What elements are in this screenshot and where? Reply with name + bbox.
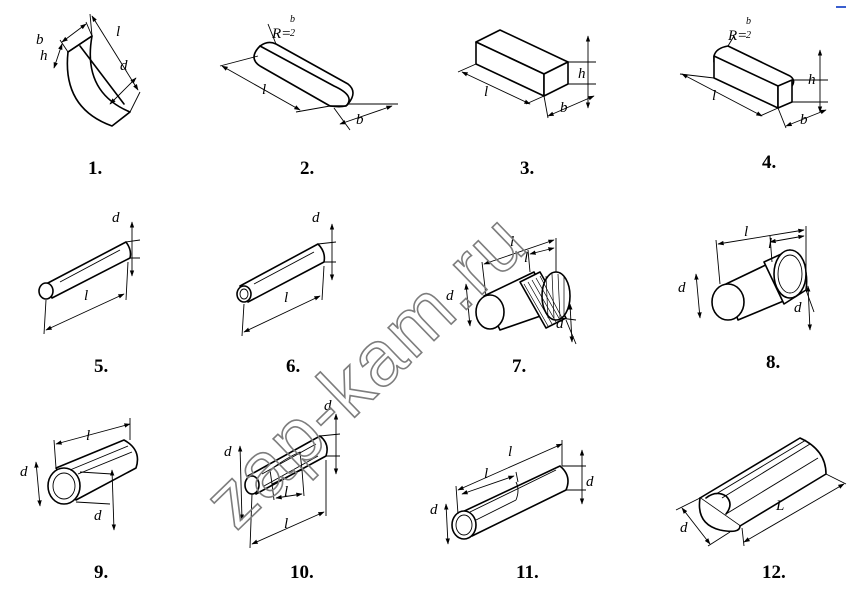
figure-9-spring-pin: l d d xyxy=(20,418,139,531)
fig7-dim-d1: d xyxy=(446,288,454,304)
fig1-dim-l: l xyxy=(116,24,120,40)
fig1-dim-b: b xyxy=(36,32,44,48)
watermark-text: zap-kam.ru xyxy=(187,196,543,544)
fig9-dim-d1: d xyxy=(20,464,28,480)
figure-11-coiled-pin: l l d d xyxy=(430,440,594,545)
fig2-dim-radius: R= xyxy=(271,26,291,42)
figure-1-segment-key: b h l d xyxy=(36,13,141,127)
fig2-dim-rnum: b xyxy=(290,14,295,25)
fig6-dim-l: l xyxy=(284,290,288,306)
fig7-dim-l1: l xyxy=(524,250,528,266)
fig2-dim-l: l xyxy=(262,82,266,98)
figure-7-knurled-pin: l l d d xyxy=(446,234,577,345)
figure-number-11: 11. xyxy=(516,562,539,583)
fig9-dim-l: l xyxy=(86,428,90,444)
figure-4-rounded-square-key: R= b 2 l b h xyxy=(679,16,828,129)
fig11-dim-l: l xyxy=(508,444,512,460)
fig12-dim-d: d xyxy=(680,520,688,536)
fig10-dim-l: l xyxy=(284,516,288,532)
fig1-dim-d: d xyxy=(120,58,128,74)
fig10-dim-l1: l xyxy=(284,484,288,500)
fig8-dim-d: d xyxy=(794,300,802,316)
figure-3-square-key: l b h xyxy=(457,29,596,119)
fig4-dim-rnum: b xyxy=(746,16,751,27)
fig2-dim-rden: 2 xyxy=(290,28,295,39)
fig7-dim-d: d xyxy=(556,316,564,332)
figure-2-rounded-key: R= b 2 l b xyxy=(219,14,398,131)
fig10-dim-d1: d xyxy=(224,444,232,460)
figure-number-5: 5. xyxy=(94,356,108,377)
fig9-dim-d: d xyxy=(94,508,102,524)
figure-5-taper-pin: d l xyxy=(38,210,141,335)
fig11-dim-l1: l xyxy=(484,466,488,482)
figure-number-10: 10. xyxy=(290,562,314,583)
fig3-dim-h: h xyxy=(578,66,586,82)
figure-number-2: 2. xyxy=(300,158,314,179)
figure-number-6: 6. xyxy=(286,356,300,377)
figure-12-split-tube-pin: d L xyxy=(675,437,847,547)
fig12-dim-L: L xyxy=(775,498,784,514)
fig3-dim-l: l xyxy=(484,84,488,100)
fig7-dim-l: l xyxy=(510,234,514,250)
fig4-dim-l: l xyxy=(712,88,716,104)
fig3-dim-b: b xyxy=(560,100,568,116)
fig11-dim-d1: d xyxy=(430,502,438,518)
figure-number-8: 8. xyxy=(766,352,780,373)
fig10-dim-d: d xyxy=(324,398,332,414)
fig8-dim-l: l xyxy=(744,224,748,240)
fig4-dim-b: b xyxy=(800,112,808,128)
figure-number-1: 1. xyxy=(88,158,102,179)
figure-8-stepped-pin: l l d d xyxy=(678,224,815,331)
figure-number-3: 3. xyxy=(520,158,534,179)
fig5-dim-d: d xyxy=(112,210,120,226)
figure-number-12: 12. xyxy=(762,562,786,583)
fig1-dim-h: h xyxy=(40,48,48,64)
fig11-dim-d: d xyxy=(586,474,594,490)
fig8-dim-d1: d xyxy=(678,280,686,296)
fig4-dim-h: h xyxy=(808,72,816,88)
fig4-dim-radius: R= xyxy=(727,28,747,44)
figure-number-9: 9. xyxy=(94,562,108,583)
fig4-dim-rden: 2 xyxy=(746,30,751,41)
figure-6-cylindrical-pin: d l xyxy=(236,210,337,337)
figure-10-grooved-pin: d d l l xyxy=(224,398,341,549)
fig6-dim-d: d xyxy=(312,210,320,226)
fig8-dim-l1: l xyxy=(768,236,772,252)
figure-number-4: 4. xyxy=(762,152,776,173)
figure-number-7: 7. xyxy=(512,356,526,377)
fig2-dim-b: b xyxy=(356,112,364,128)
fig5-dim-l: l xyxy=(84,288,88,304)
